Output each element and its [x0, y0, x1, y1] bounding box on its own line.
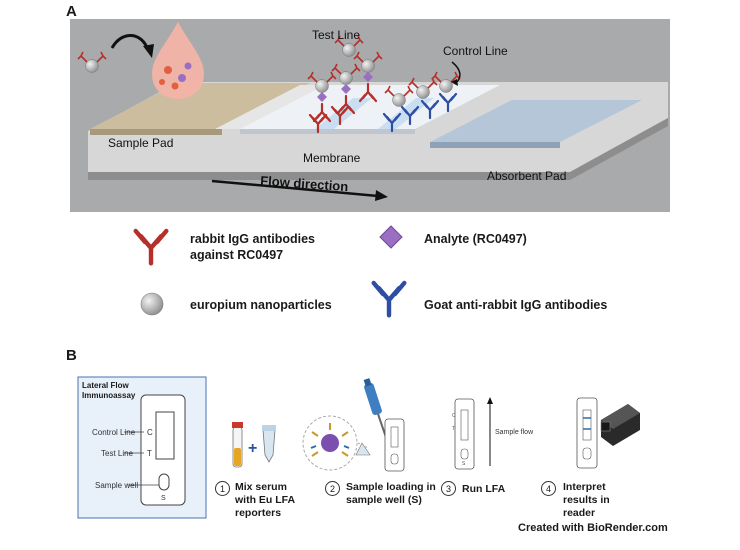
biorender-credit: Created with BioRender.com	[518, 522, 668, 534]
label-absorbent-pad: Absorbent Pad	[487, 169, 566, 183]
legend-analyte-text: Analyte (RC0497)	[424, 232, 527, 246]
sample-droplet	[152, 22, 204, 99]
sample-flow-label: Sample flow	[495, 429, 534, 436]
panel-a-letter: A	[66, 3, 77, 20]
label-membrane: Membrane	[303, 151, 361, 165]
step-1-text: Mix serum with Eu LFA reporters	[235, 481, 295, 519]
legend-rabbit-antibody-text: rabbit IgG antibodies against RC0497	[190, 232, 316, 262]
box-sample-well-label: Sample well	[95, 481, 138, 490]
reader-device-icon	[600, 404, 640, 446]
step-4-text: Interpret results in reader	[563, 481, 610, 519]
legend-nanoparticle-text: europium nanoparticles	[190, 298, 332, 312]
reporter-tube	[262, 429, 276, 463]
plus-sign: +	[248, 440, 257, 457]
step-2-text: Sample loading in sample well (S)	[346, 481, 436, 506]
backing-card-edge	[88, 118, 668, 180]
svg-text:T: T	[452, 426, 455, 432]
step-1-number: 1	[215, 481, 230, 496]
panel-b-letter: B	[66, 347, 77, 364]
legend-goat-antibody-text: Goat anti-rabbit IgG antibodies	[424, 298, 608, 312]
cassette-sample-well	[158, 473, 170, 491]
membrane	[240, 85, 500, 129]
cassette-window	[155, 411, 175, 460]
cassette-s-mark: S	[161, 495, 166, 502]
lfa-box-title: Lateral Flow Immunoassay	[82, 381, 136, 400]
flow-arrow	[211, 179, 379, 198]
svg-text:C: C	[452, 413, 456, 419]
goat-antibody-icon	[371, 280, 407, 318]
step-2-number: 2	[325, 481, 340, 496]
cassette-t-mark: T	[147, 449, 152, 458]
rabbit-antibody-icon	[133, 228, 169, 266]
label-test-line: Test Line	[312, 28, 360, 42]
label-control-line: Control Line	[443, 44, 508, 58]
svg-text:S: S	[462, 461, 466, 467]
step-3-number: 3	[441, 481, 456, 496]
box-control-line-label: Control Line	[92, 428, 136, 437]
box-test-line-label: Test Line	[101, 449, 134, 458]
sample-pad	[90, 83, 310, 129]
label-flow-direction: Flow direction	[260, 173, 349, 194]
step-3-text: Run LFA	[462, 483, 506, 495]
cassette-c-mark: C	[147, 428, 153, 437]
label-sample-pad: Sample Pad	[108, 136, 173, 150]
step-4-number: 4	[541, 481, 556, 496]
analyte-icon	[379, 225, 403, 249]
absorbent-pad	[430, 100, 642, 142]
nanoparticle-icon	[140, 292, 164, 316]
